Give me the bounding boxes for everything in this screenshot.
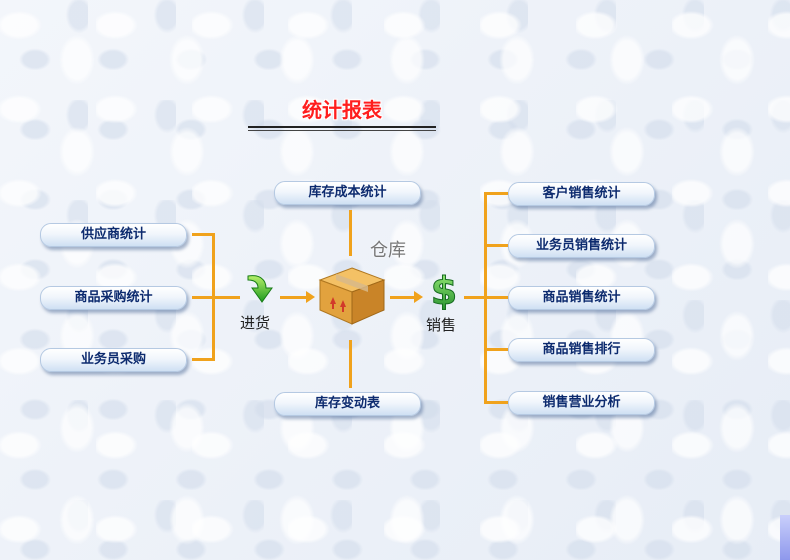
cardboard-box-icon: [318, 267, 386, 325]
right-connector: [484, 296, 508, 299]
scrollbar-edge: [780, 515, 790, 560]
warehouse-top-connector: [349, 210, 352, 256]
dollar-icon: $: [430, 270, 457, 310]
left-connector: [192, 296, 214, 299]
salesperson-purchase-button[interactable]: 业务员采购: [40, 348, 187, 372]
customer-sales-stats-button[interactable]: 客户销售统计: [508, 182, 655, 206]
inventory-cost-stats-button[interactable]: 库存成本统计: [274, 181, 421, 205]
product-purchase-stats-button[interactable]: 商品采购统计: [40, 286, 187, 310]
inbound-label: 进货: [240, 314, 271, 332]
right-connector: [484, 192, 508, 195]
inventory-change-report-button[interactable]: 库存变动表: [274, 392, 421, 416]
left-connector: [192, 358, 214, 361]
green-down-arrow-icon: [247, 275, 273, 303]
warehouse-to-sales-arrowhead: [414, 291, 423, 303]
warehouse-to-sales-arrow: [390, 296, 416, 299]
left-connector: [192, 233, 214, 236]
right-connector: [484, 244, 508, 247]
supplier-stats-button[interactable]: 供应商统计: [40, 223, 187, 247]
product-sales-stats-button[interactable]: 商品销售统计: [508, 286, 655, 310]
right-connector: [484, 401, 508, 404]
sales-label: 销售: [426, 316, 457, 334]
page-title: 统计报表: [302, 98, 382, 122]
right-connector: [484, 348, 508, 351]
inbound-to-warehouse-arrowhead: [306, 291, 315, 303]
title-underline: [248, 126, 436, 128]
sales-business-analysis-button[interactable]: 销售营业分析: [508, 391, 655, 415]
warehouse-label: 仓库: [370, 240, 406, 261]
svg-text:$: $: [431, 270, 457, 310]
warehouse-bottom-connector: [349, 340, 352, 388]
left-to-inbound-connector: [212, 296, 240, 299]
sales-to-bracket-connector: [464, 296, 486, 299]
title-underline-thin: [248, 130, 436, 131]
inbound-to-warehouse-arrow: [280, 296, 308, 299]
product-sales-ranking-button[interactable]: 商品销售排行: [508, 338, 655, 362]
salesperson-sales-stats-button[interactable]: 业务员销售统计: [508, 234, 655, 258]
